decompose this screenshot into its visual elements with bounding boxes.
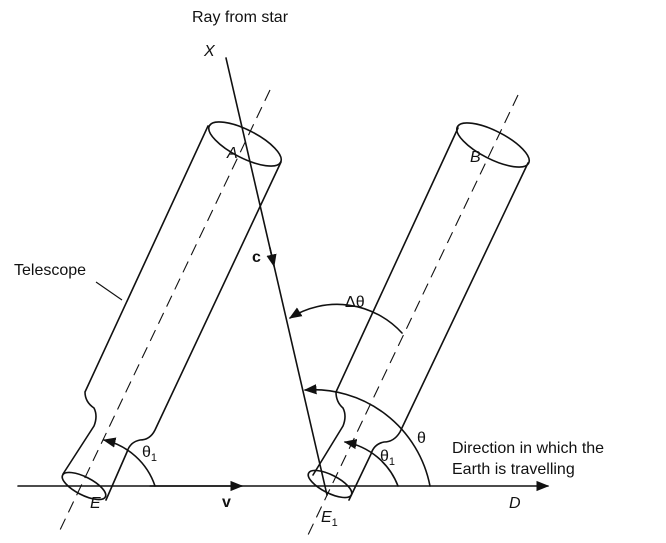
theta-arc: [303, 384, 431, 487]
left-telescope-top-rim: [207, 121, 283, 167]
c-vector-label: c: [252, 249, 261, 266]
star-ray: [225, 57, 328, 496]
delta-theta-label: Δθ: [345, 294, 365, 311]
v-vector-label: v: [222, 494, 231, 511]
theta1-left-arc: [102, 437, 156, 487]
direction-label-line1: Direction in which the: [452, 440, 604, 457]
right-telescope-axis: [307, 94, 519, 536]
telescope-leader-line: [95, 281, 123, 301]
left-telescope: [59, 89, 283, 531]
e-point-label: E: [90, 495, 101, 512]
left-telescope-eyepiece: [61, 471, 107, 501]
left-telescope-right-side: [105, 161, 282, 501]
right-telescope-right-side: [348, 162, 529, 501]
right-telescope-top-rim: [455, 122, 531, 168]
left-telescope-axis: [59, 89, 271, 531]
x-point-label: X: [203, 43, 216, 60]
e1-point-label: E1: [321, 509, 338, 529]
telescope-label: Telescope: [14, 262, 86, 279]
theta1-right-label: θ1: [380, 448, 395, 468]
right-telescope: [307, 94, 531, 536]
theta1-right-arc: [343, 439, 399, 487]
right-telescope-eyepiece: [307, 469, 353, 499]
theta1-left-label: θ1: [142, 444, 157, 464]
ray-direction-arrow: [266, 247, 277, 268]
direction-label-line2: Earth is travelling: [452, 461, 575, 478]
left-telescope-left-side: [62, 125, 209, 475]
a-point-label: A: [226, 145, 238, 162]
theta-label: θ: [417, 430, 426, 447]
b-point-label: B: [470, 149, 481, 166]
ray-label: Ray from star: [192, 9, 289, 26]
d-point-label: D: [509, 495, 521, 512]
right-telescope-left-side: [312, 127, 459, 476]
delta-theta-arc: [288, 303, 403, 334]
